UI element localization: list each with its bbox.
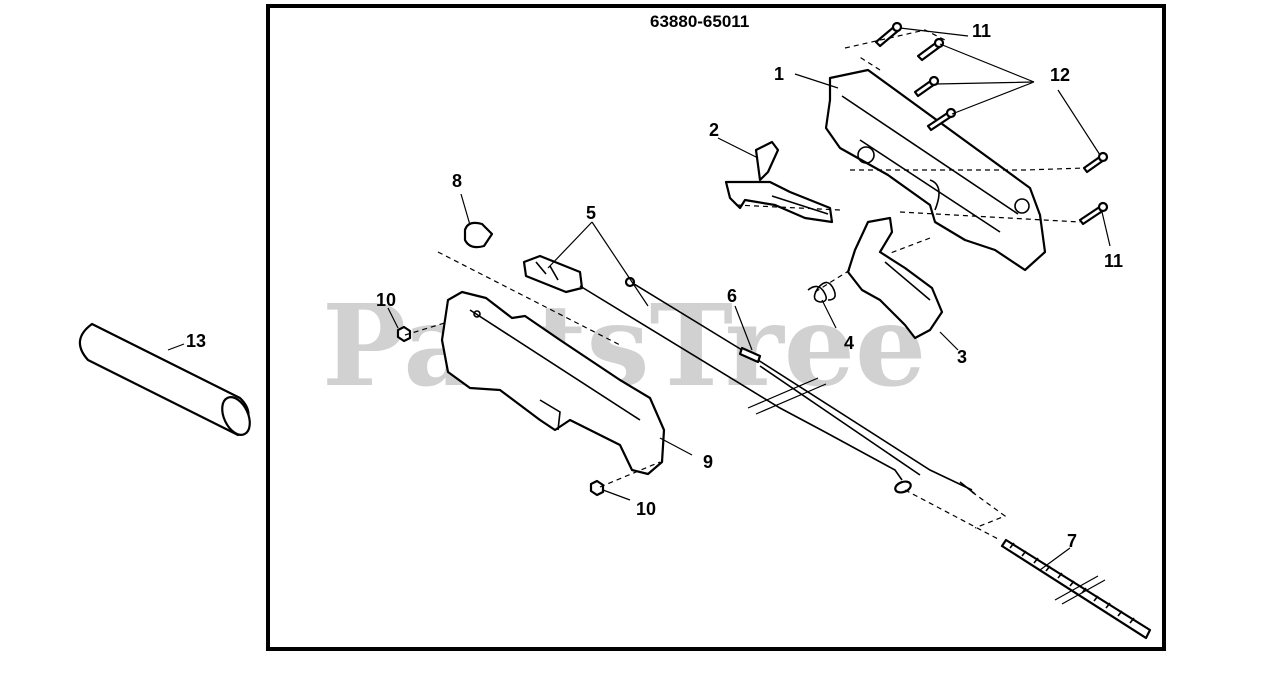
part-11-screw-bottom[interactable] (1078, 201, 1109, 226)
part-12-screw-b[interactable] (913, 75, 940, 98)
part-7-drive-shaft[interactable] (1000, 538, 1152, 640)
part-12-screw-a[interactable] (916, 37, 945, 62)
part-2-throttle-trigger[interactable] (724, 140, 834, 224)
leader-lines (167, 27, 1111, 571)
callout-6: 6 (727, 286, 737, 306)
part-4-spring[interactable] (807, 281, 836, 303)
callout-7: 7 (1067, 531, 1077, 551)
callout-10-upper: 10 (376, 290, 396, 310)
callout-11-bottom: 11 (1104, 251, 1123, 271)
part-9-handle-housing-left[interactable] (440, 290, 666, 476)
part-10-nut-upper[interactable] (396, 325, 412, 343)
part-11-screw-top[interactable] (874, 21, 903, 48)
part-8-clip[interactable] (463, 221, 494, 249)
part-3-throttle-lever[interactable] (846, 216, 944, 340)
part-number: 63880-65011 (650, 12, 749, 31)
part-12-screw-c[interactable] (926, 107, 957, 132)
callout-4: 4 (844, 333, 854, 353)
callout-10-lower: 10 (636, 499, 656, 519)
cable-break-mark (747, 377, 827, 415)
callout-2: 2 (709, 120, 719, 140)
callout-11-top: 11 (972, 21, 991, 41)
callout-13: 13 (186, 331, 206, 351)
callout-3: 3 (957, 347, 967, 367)
callout-12: 12 (1050, 65, 1070, 85)
callout-8: 8 (452, 171, 462, 191)
part-5-switch-wire (579, 285, 912, 494)
diagram-frame (266, 4, 1166, 651)
assembly-guide-lines (404, 29, 1086, 541)
part-13-grip-tube[interactable] (78, 322, 255, 439)
callout-5: 5 (586, 203, 596, 223)
callout-1: 1 (774, 64, 784, 84)
part-12-screw-d[interactable] (1082, 151, 1109, 174)
callout-9: 9 (703, 452, 713, 472)
part-6-throttle-cable[interactable] (624, 276, 976, 495)
part-10-nut-lower[interactable] (589, 479, 605, 497)
